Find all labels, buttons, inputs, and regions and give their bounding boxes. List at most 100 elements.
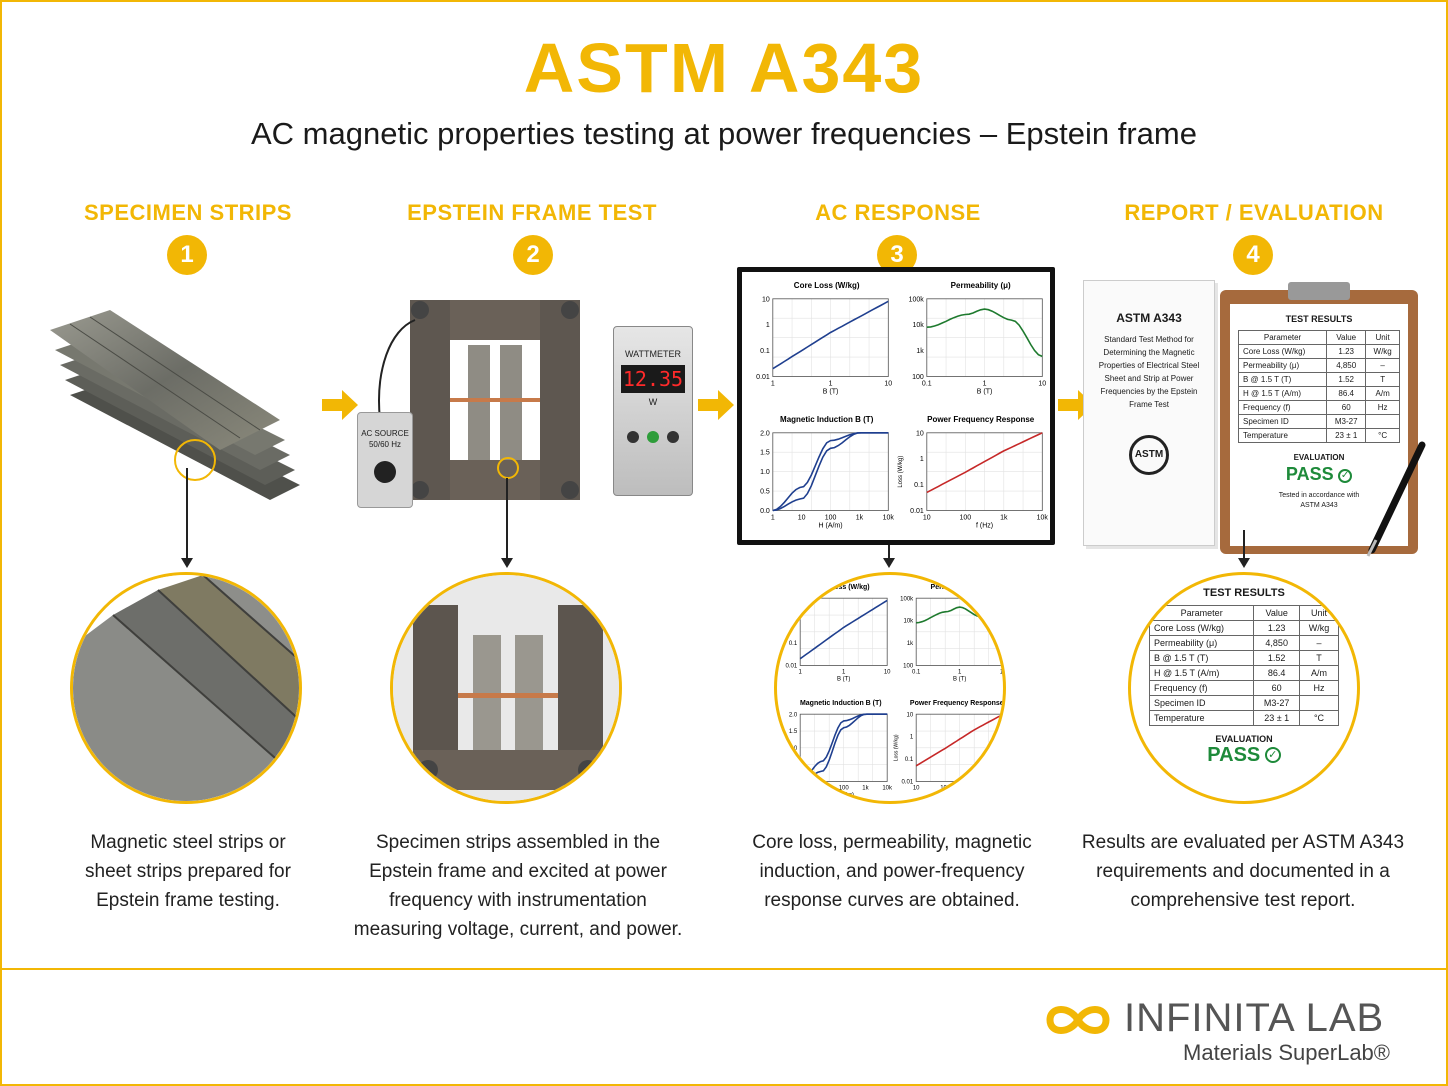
table-header-cell: Parameter	[1237, 330, 1328, 345]
document-line: Frame Test	[1129, 400, 1169, 409]
y-tick-label: 0.01	[910, 508, 924, 515]
document-line: Determining the Magnetic	[1103, 348, 1195, 357]
document-line: Sheet and Strip at Power	[1104, 374, 1194, 383]
flow-arrow-1	[322, 390, 358, 420]
table-header-cell: Unit	[1365, 330, 1400, 345]
table-cell: A/m	[1365, 386, 1400, 401]
series-line	[915, 713, 1003, 767]
table-cell: M3-27	[1326, 414, 1367, 429]
table-cell: –	[1298, 635, 1340, 651]
zoom-connector-3-head	[883, 558, 895, 568]
zoom-marker	[174, 439, 216, 481]
table-cell: Frequency (f)	[1237, 400, 1328, 415]
step-1-badge: 1	[167, 235, 207, 275]
wattmeter-controls[interactable]	[623, 417, 683, 457]
table-cell	[1298, 695, 1340, 711]
zoom-connector-3	[888, 545, 890, 560]
x-tick-label: 1	[771, 381, 775, 388]
brand-logo[interactable]: INFINITA LAB Materials SuperLab®	[1040, 996, 1400, 1066]
y-tick-label: 2.0	[789, 712, 798, 718]
caption-line: Core loss, permeability, magnetic	[752, 832, 1032, 853]
zoom-circle-frame	[390, 572, 622, 804]
table-cell: 4,850	[1326, 358, 1367, 373]
x-tick-label: 100	[839, 785, 850, 791]
caption-line: sheet strips prepared for	[85, 861, 291, 882]
table-cell: T	[1365, 372, 1400, 387]
table-cell: A/m	[1298, 665, 1340, 681]
y-tick-label: 0.5	[760, 489, 770, 496]
chart-title: Magnetic Induction B (T)	[780, 415, 874, 424]
specimen-strips-illustration	[50, 310, 300, 500]
table-cell: Temperature	[1237, 428, 1328, 443]
table-cell: B @ 1.5 T (T)	[1148, 650, 1255, 666]
x-tick-label: 10	[1000, 669, 1006, 675]
x-tick-label: 1k	[862, 785, 869, 791]
series-line	[926, 432, 1043, 494]
zoom-connector-4	[1243, 530, 1245, 560]
table-cell: 60	[1253, 680, 1300, 696]
caption-line: measuring voltage, current, and power.	[353, 919, 683, 940]
ac-source-box: AC SOURCE 50/60 Hz	[357, 412, 413, 508]
y-tick-label: 1	[910, 735, 914, 741]
table-cell: Temperature	[1148, 710, 1255, 726]
caption-line: Epstein frame testing.	[96, 890, 280, 911]
y-tick-label: 10k	[913, 322, 925, 329]
table-cell: Core Loss (W/kg)	[1148, 620, 1255, 636]
series-line	[926, 308, 1043, 358]
x-tick-label: 10	[923, 515, 931, 522]
brand-tagline: Materials SuperLab®	[1183, 1040, 1390, 1065]
table-cell: 23 ± 1	[1326, 428, 1367, 443]
x-axis-label: B (T)	[977, 389, 993, 396]
y-tick-label: 0.0	[760, 508, 770, 515]
document-line: Properties of Electrical Steel	[1098, 361, 1200, 370]
y-tick-label: 1	[766, 322, 770, 329]
y-tick-label: 100k	[909, 296, 925, 303]
y-axis-label: Loss (W/kg)	[894, 734, 900, 761]
table-cell: 1.23	[1253, 620, 1300, 636]
zoom-connector-2	[506, 478, 508, 560]
table-title: TEST RESULTS	[1285, 314, 1353, 324]
table-cell: –	[1365, 358, 1400, 373]
wattmeter: WATTMETER 12.35 W	[613, 326, 693, 496]
x-tick-label: 0.1	[912, 669, 921, 675]
table-cell: Frequency (f)	[1148, 680, 1255, 696]
table-cell: Specimen ID	[1237, 414, 1328, 429]
x-axis-label: f (Hz)	[976, 523, 993, 530]
step-2-badge: 2	[513, 235, 553, 275]
evaluation-result: PASS	[1285, 464, 1334, 484]
table-cell: Permeability (μ)	[1237, 358, 1328, 373]
ac-source-knob[interactable]	[374, 461, 396, 483]
x-tick-label: 1	[771, 515, 775, 522]
series-line	[799, 599, 888, 660]
y-tick-label: 0.01	[756, 374, 770, 381]
footnote-line: ASTM A343	[1300, 502, 1338, 509]
series-line	[772, 300, 889, 370]
table-header-cell: Value	[1253, 605, 1300, 621]
zoom-check-icon: ✓	[1264, 747, 1281, 763]
caption-line: response curves are obtained.	[764, 890, 1020, 911]
document-line: Frequencies by the Epstein	[1100, 387, 1198, 396]
x-tick-label: 1k	[856, 515, 864, 522]
ac-source-frequency: 50/60 Hz	[368, 440, 402, 449]
caption-line: induction, and power-frequency	[759, 861, 1025, 882]
table-cell: 60	[1326, 400, 1367, 415]
y-tick-label: 0.01	[786, 664, 798, 670]
caption-line: Epstein frame and excited at power	[369, 861, 667, 882]
table-cell: 4,850	[1253, 635, 1300, 651]
x-tick-label: 10	[913, 785, 920, 791]
zoom-evaluation-label: EVALUATION	[1215, 734, 1273, 744]
